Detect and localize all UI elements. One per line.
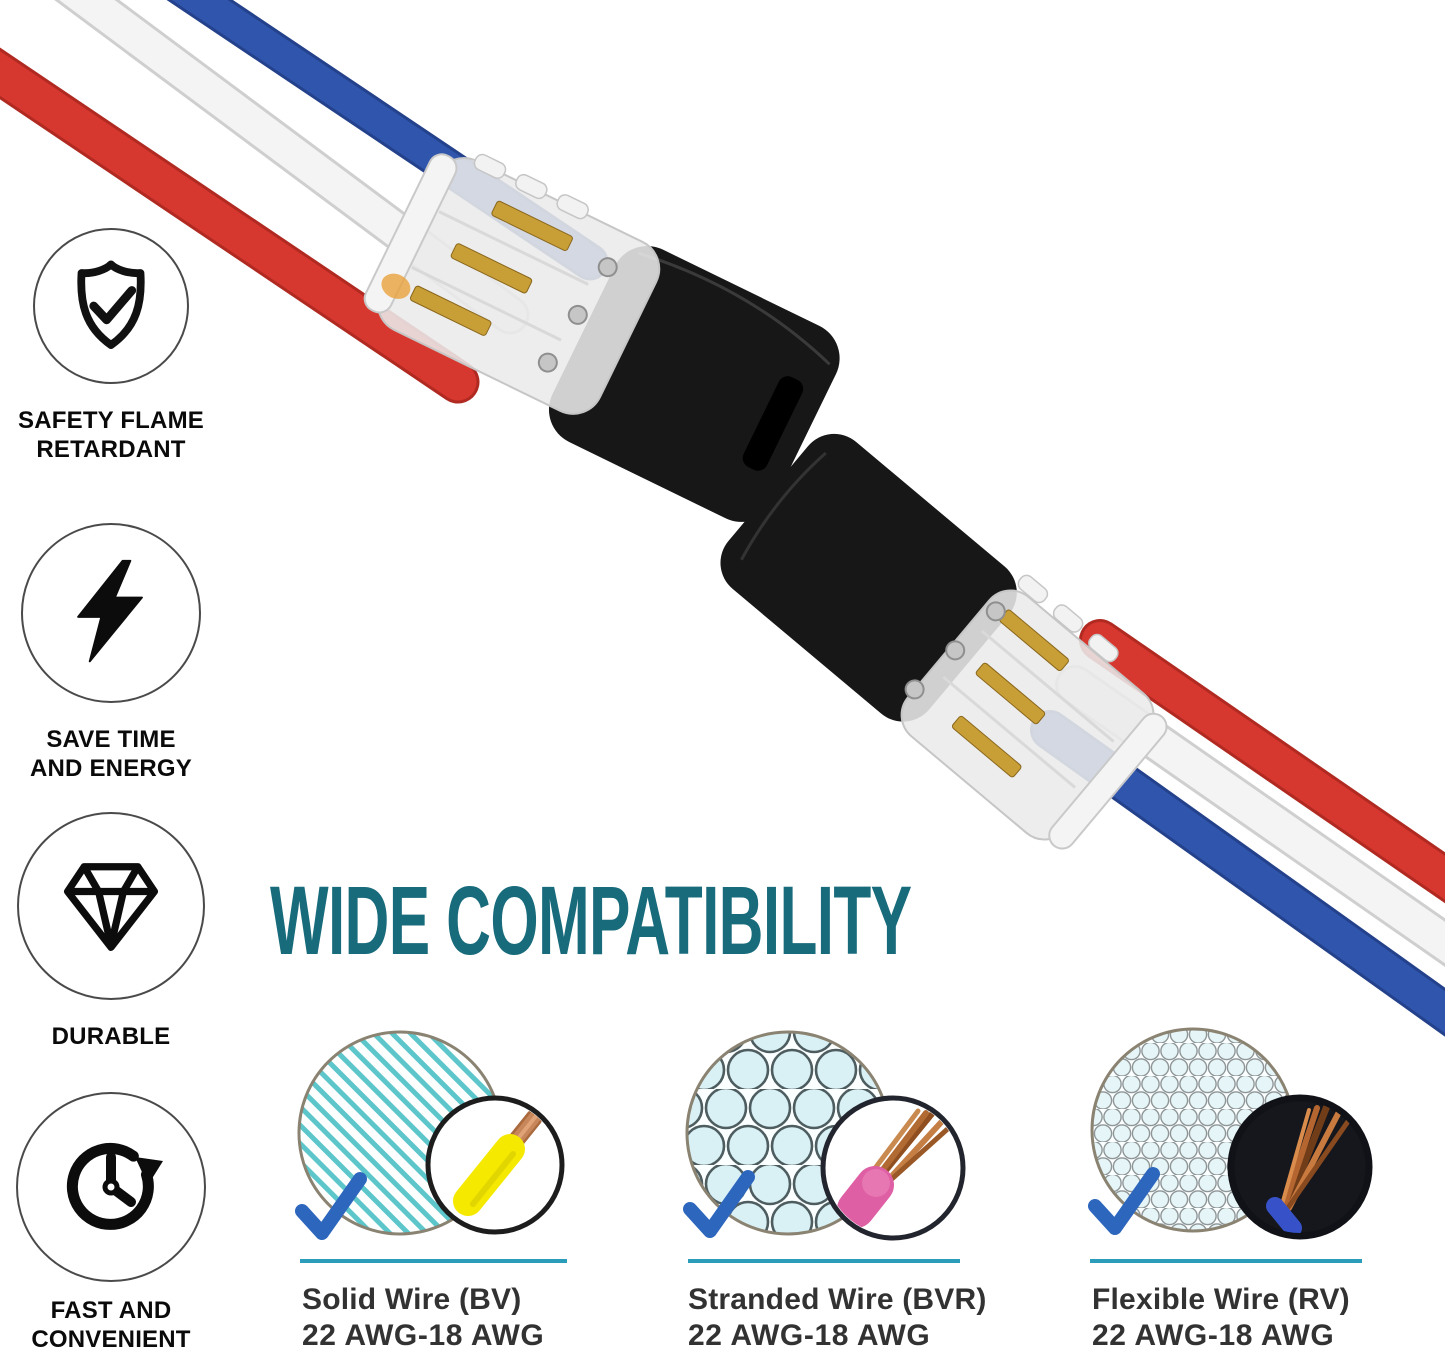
red-wire-left <box>0 51 477 401</box>
rivets-left <box>537 257 618 373</box>
feature-durable: DURABLE <box>8 812 214 1051</box>
flexible-wire-inset <box>1266 1102 1352 1233</box>
checkmark-icon <box>683 1170 755 1238</box>
feature-label: SAVE TIME AND ENERGY <box>29 726 193 783</box>
feature-fast: FAST AND CONVENIENT <box>8 1092 214 1351</box>
wire-type-name: Solid Wire (BV) <box>302 1283 522 1316</box>
wire-type-name: Flexible Wire (RV) <box>1092 1283 1350 1316</box>
left-connector <box>363 153 840 522</box>
wire-type-gauge: 22 AWG-18 AWG <box>688 1319 931 1351</box>
checkmark-icon <box>295 1172 367 1240</box>
wire-type-gauge: 22 AWG-18 AWG <box>302 1319 545 1351</box>
right-connector <box>720 433 1168 850</box>
divider-line <box>300 1259 567 1263</box>
diamond-icon <box>17 812 205 1000</box>
wire-type-gauge: 22 AWG-18 AWG <box>1092 1319 1335 1351</box>
wire-type-graphic-solid <box>295 1030 565 1240</box>
checkmark-icon <box>1088 1167 1160 1235</box>
left-wires <box>0 0 609 404</box>
feature-label: FAST AND CONVENIENT <box>31 1297 191 1351</box>
feature-label: DURABLE <box>51 1023 171 1050</box>
wire-type-graphic-flexible <box>1088 1027 1373 1240</box>
stranded-wire-inset <box>837 1106 955 1228</box>
feature-safety: SAFETY FLAME RETARDANT <box>8 228 214 465</box>
divider-line <box>1090 1259 1362 1263</box>
wire-type-name: Stranded Wire (BVR) <box>688 1283 987 1316</box>
divider-line <box>688 1259 960 1263</box>
inset-photo-circle <box>820 1095 966 1241</box>
feature-save-time: SAVE TIME AND ENERGY <box>8 523 214 784</box>
wire-glow <box>381 273 411 299</box>
section-title-wrap: WIDE COMPATIBILITY <box>270 872 1370 969</box>
clock-history-icon <box>16 1092 206 1282</box>
wire-type-graphic-stranded <box>683 1030 966 1241</box>
shield-check-icon <box>33 228 189 384</box>
metal-contacts-left <box>409 200 573 336</box>
red-wire-right <box>1082 622 1445 900</box>
solid-wire-inset <box>453 1109 543 1216</box>
rivets-right <box>904 601 1006 700</box>
feature-label: SAFETY FLAME RETARDANT <box>18 407 204 464</box>
metal-contacts-right <box>951 609 1069 778</box>
page-title: WIDE COMPATIBILITY <box>270 866 912 975</box>
lightning-bolt-icon <box>21 523 201 703</box>
